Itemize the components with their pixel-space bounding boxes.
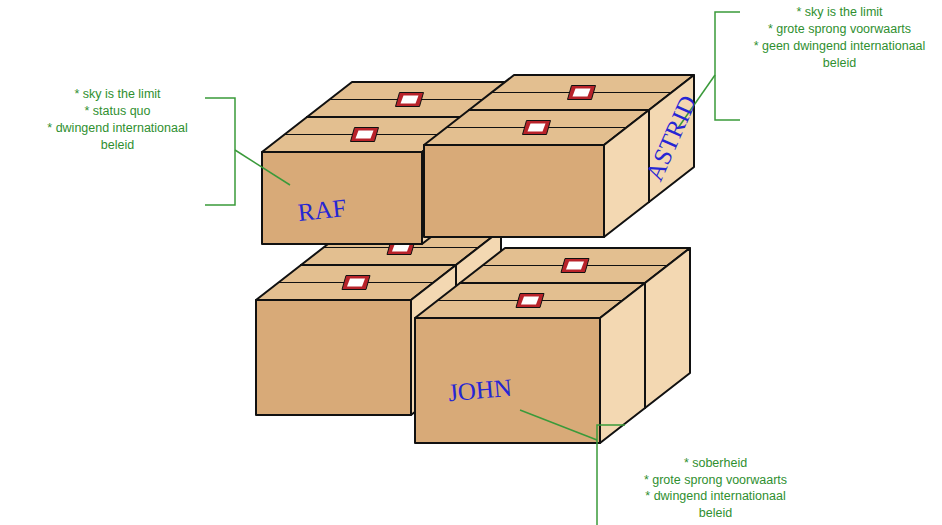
carton-label-area: JOHN (415, 318, 600, 443)
carton-name: JOHN (447, 375, 513, 405)
carton-name: RAF (297, 195, 348, 225)
callout-text: * soberheid (628, 455, 803, 472)
callout-text: * geen dwingend internationaal beleid (752, 38, 927, 72)
tape-label (516, 294, 544, 308)
callout-text: * grote sprong voorwaarts (628, 472, 803, 489)
carton-front (262, 152, 422, 244)
tape-label (568, 86, 596, 100)
carton (424, 110, 649, 237)
callout-text: * sky is the limit (30, 86, 205, 103)
carton-name: ASTRID (641, 92, 701, 185)
tape-label (396, 93, 424, 107)
callout-text: * dwingend internationaal beleid (30, 120, 205, 154)
callout-text: * sky is the limit (752, 4, 927, 21)
leader-line (235, 150, 290, 185)
carton-side (600, 283, 645, 443)
callout-group: * sky is the limit* grote sprong voorwaa… (752, 4, 927, 72)
callout-bracket (205, 98, 235, 205)
carton (415, 283, 645, 443)
callout-bracket (715, 12, 740, 120)
tape-label (342, 276, 370, 290)
tape-label (523, 121, 551, 135)
callout-text: * grote sprong voorwaarts (752, 21, 927, 38)
callout-group: * soberheid* grote sprong voorwaarts* dw… (628, 455, 803, 521)
carton-label-area: ASTRID (649, 75, 694, 202)
carton-front (256, 300, 411, 415)
callout-text: * dwingend internationaal beleid (628, 488, 803, 521)
tape-label (351, 128, 379, 142)
carton-front (424, 145, 604, 237)
carton-front (415, 318, 600, 443)
tape-label (561, 259, 589, 273)
callout-bracket (597, 425, 625, 525)
leader-line (520, 410, 597, 440)
callout-text: * status quo (30, 103, 205, 120)
carton-label-area: RAF (262, 152, 422, 244)
carton-side (645, 248, 690, 408)
callout-group: * sky is the limit* status quo* dwingend… (30, 86, 205, 154)
